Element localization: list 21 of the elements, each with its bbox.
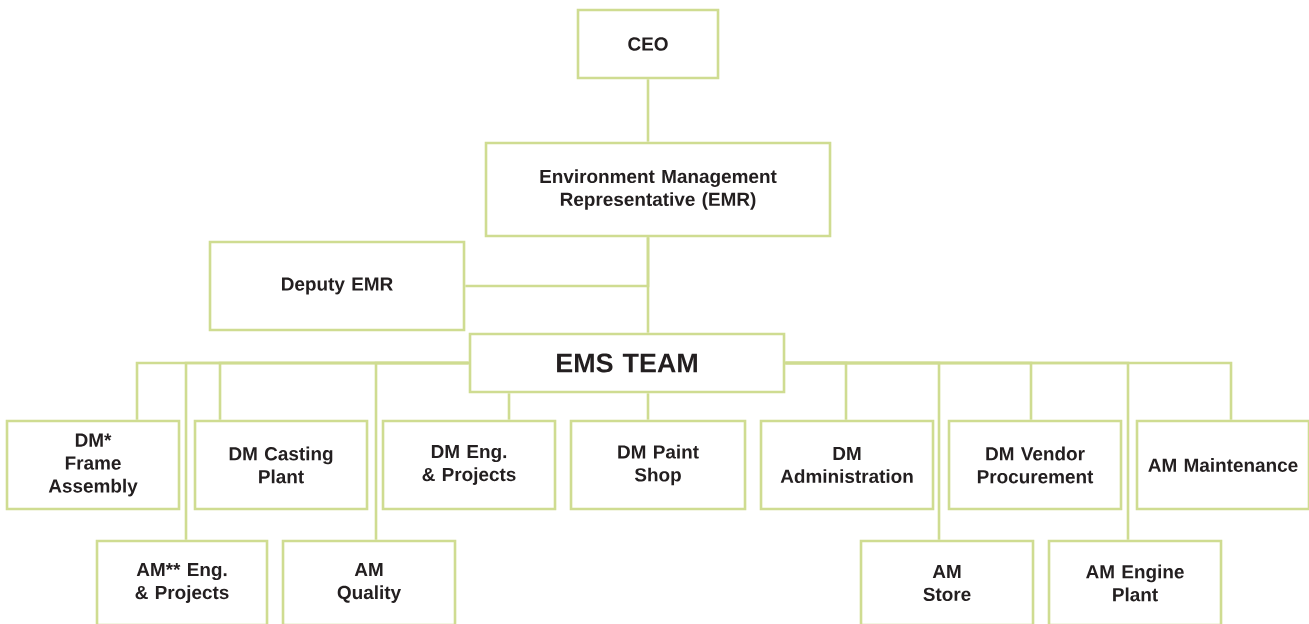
role-box: DM Eng. & Projects — [381, 419, 557, 511]
role-box: AM Store — [859, 539, 1035, 624]
role-box: DM Paint Shop — [569, 419, 747, 511]
role-box: DM* Frame Assembly — [5, 419, 181, 511]
role-box: DM Administration — [759, 419, 935, 511]
connector-line — [785, 361, 1233, 420]
role-box: Environment Management Representative (EMR) — [484, 141, 832, 238]
team-box: EMS TEAM — [468, 332, 786, 394]
connector-line — [646, 79, 650, 142]
role-box: CEO — [576, 8, 720, 80]
connector-line — [507, 393, 511, 420]
connector-line — [465, 237, 650, 288]
role-box: AM Maintenance — [1135, 419, 1309, 511]
role-box: AM Quality — [281, 539, 457, 624]
connector-line — [646, 393, 650, 420]
role-box: DM Vendor Procurement — [947, 419, 1123, 511]
role-box: AM Engine Plant — [1047, 539, 1223, 624]
connector-line — [374, 361, 469, 540]
role-box: DM Casting Plant — [193, 419, 369, 511]
role-box: Deputy EMR — [208, 240, 466, 332]
role-box: AM** Eng. & Projects — [95, 539, 269, 624]
